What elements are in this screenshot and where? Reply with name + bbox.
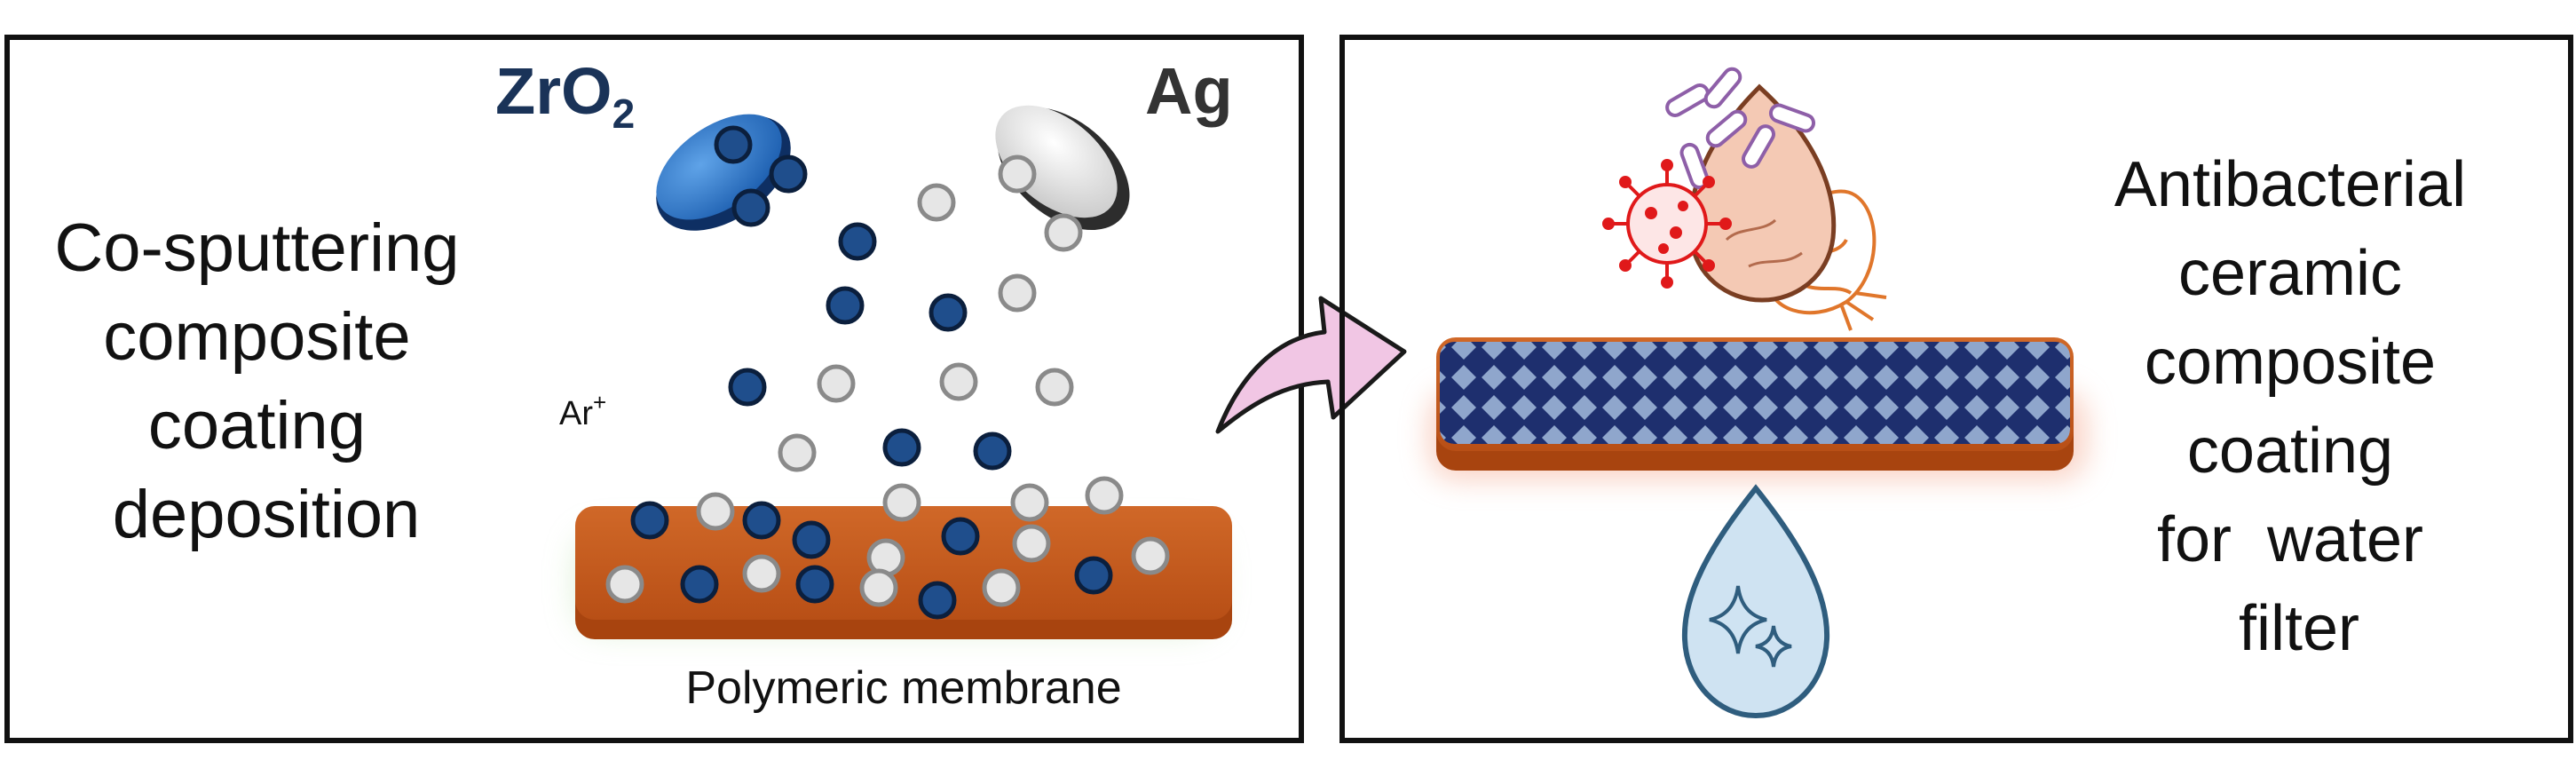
membrane-label: Polymeric membrane <box>685 662 1121 714</box>
zro2-particle <box>731 188 770 227</box>
zro2-particle <box>792 520 831 559</box>
zro2-particle <box>826 286 865 325</box>
left-desc-line-3: coating <box>148 388 366 463</box>
ag-particle <box>1131 536 1170 575</box>
left-desc-line-2: composite <box>103 299 410 375</box>
ag-particle <box>1085 476 1124 515</box>
argon-ion-symbol: Ar <box>559 395 593 432</box>
virus-icon <box>1602 159 1732 289</box>
zro2-particle <box>714 125 753 164</box>
ag-particle <box>1035 368 1074 407</box>
zro2-particle <box>918 581 957 620</box>
ag-particle <box>696 492 735 531</box>
sputtered-particles <box>605 125 1170 620</box>
ag-particle <box>998 273 1037 313</box>
ag-label: Ag <box>1145 54 1233 128</box>
zro2-label-main: ZrO <box>495 54 612 128</box>
left-description: Co-sputtering composite coating depositi… <box>54 210 478 552</box>
left-panel-frame <box>4 35 1304 743</box>
ag-particle <box>1044 213 1083 252</box>
zro2-particle <box>742 501 781 540</box>
sparkle-icon <box>1755 625 1792 668</box>
left-desc-line-1: Co-sputtering <box>54 210 459 286</box>
ag-particle <box>982 568 1021 607</box>
ag-particle <box>1010 483 1049 522</box>
sparkle-icon <box>1709 585 1767 654</box>
zro2-particle <box>928 293 968 332</box>
right-desc-line-2: ceramic <box>2178 238 2402 309</box>
polymeric-membrane <box>575 506 1232 639</box>
coated-filter <box>1436 337 2074 471</box>
right-desc-line-6: filter <box>2239 593 2359 664</box>
right-desc-line-3: composite <box>2145 327 2436 398</box>
ag-particle <box>998 154 1037 194</box>
argon-ion-label: Ar+ <box>559 389 606 432</box>
arrow-icon <box>1215 296 1407 434</box>
ag-target-icon <box>995 105 1130 231</box>
zro2-particle <box>795 565 834 604</box>
zro2-particle <box>838 222 877 261</box>
ag-particle <box>605 565 644 604</box>
ag-particle <box>939 362 978 401</box>
right-desc-line-4: coating <box>2187 416 2393 487</box>
contamination-cluster <box>1602 67 1887 331</box>
ag-particle <box>917 183 956 222</box>
ag-particle <box>778 433 817 472</box>
right-desc-line-1: Antibacterial <box>2114 149 2466 220</box>
rod-bacteria-group <box>1665 67 1816 190</box>
zro2-particle <box>728 368 767 407</box>
zro2-label: ZrO2 <box>495 54 635 137</box>
zro2-particle <box>769 154 808 194</box>
right-description: Antibacterial ceramic composite coating … <box>2114 149 2484 664</box>
clean-water-drop-icon <box>1681 484 1830 719</box>
zro2-particle <box>941 517 980 556</box>
ag-particle <box>882 483 921 522</box>
ag-particle <box>742 554 781 593</box>
ag-particle <box>817 364 856 403</box>
right-panel-frame <box>1339 35 2573 743</box>
zro2-particle <box>680 565 719 604</box>
ag-particle <box>1012 524 1051 563</box>
right-desc-line-5: for water <box>2157 504 2423 575</box>
argon-ion-charge: + <box>593 389 606 416</box>
left-desc-line-4: deposition <box>113 477 421 552</box>
zro2-particle <box>1074 556 1113 595</box>
zro2-particle <box>630 501 669 540</box>
ag-particle <box>859 568 898 607</box>
zro2-label-sub: 2 <box>612 91 636 137</box>
zro2-particle <box>882 428 921 467</box>
zro2-particle <box>973 432 1012 471</box>
